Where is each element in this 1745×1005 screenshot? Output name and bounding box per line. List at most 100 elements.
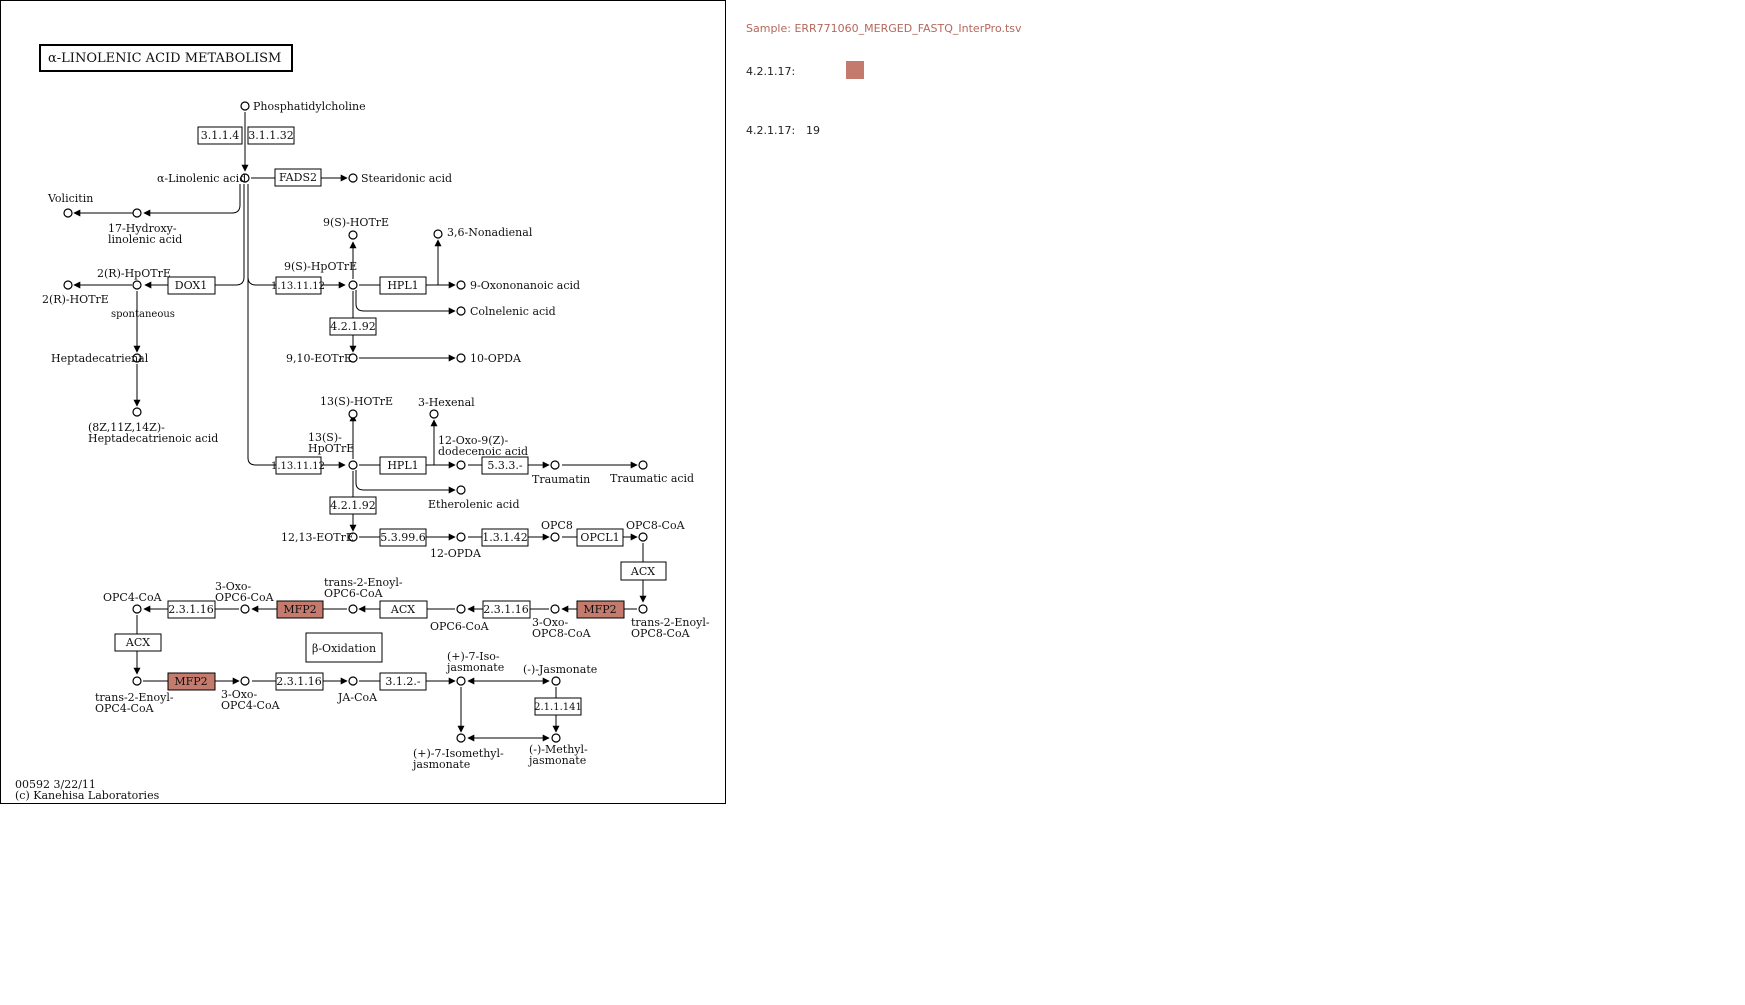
label-2r-hotre: 2(R)-HOTrE <box>42 293 109 306</box>
enzyme-box-acx-2[interactable] <box>379 600 428 619</box>
enzyme-box-31132[interactable] <box>247 126 295 145</box>
node-opc4-coa[interactable] <box>132 604 142 614</box>
enzyme-box-mfp2-2[interactable] <box>276 600 324 619</box>
node-3-oxo-opc8-coa[interactable] <box>550 604 560 614</box>
node-9s-hotre[interactable] <box>348 230 358 240</box>
node-heptadecatrienoic-acid[interactable] <box>132 407 142 417</box>
node-trans-opc4-coa[interactable] <box>132 676 142 686</box>
label-stearidonic-acid: Stearidonic acid <box>361 172 452 185</box>
enzyme-label-lox-13: 1.13.11.12 <box>271 461 325 472</box>
node-12-oxo-dodecenoic[interactable] <box>456 460 466 470</box>
node-nonadienal[interactable] <box>433 229 443 239</box>
node-2r-hpotre[interactable] <box>132 280 142 290</box>
enzyme-label-jmt: 2.1.1.141 <box>534 702 582 713</box>
enzyme-label-aos-9: 4.2.1.92 <box>330 320 375 333</box>
enzyme-label-acx-2: ACX <box>390 603 415 616</box>
label-trans-opc6-1: trans-2-Enoyl- <box>324 576 403 589</box>
label-spontaneous: spontaneous <box>111 309 175 320</box>
label-methyl-jasmonate-2: jasmonate <box>527 754 586 767</box>
node-oxononanoic-acid[interactable] <box>456 280 466 290</box>
node-12-opda[interactable] <box>456 532 466 542</box>
enzyme-label-acx-3: ACX <box>125 636 150 649</box>
beta-oxidation-box[interactable] <box>305 632 383 663</box>
node-17-hydroxy[interactable] <box>132 208 142 218</box>
node-2r-hotre[interactable] <box>63 280 73 290</box>
enzyme-box-23116-3[interactable] <box>275 672 324 691</box>
node-9s-hpotre[interactable] <box>348 280 358 290</box>
label-phosphatidylcholine: Phosphatidylcholine <box>253 100 366 113</box>
node-methyl-jasmonate[interactable] <box>551 733 561 743</box>
enzyme-label-aoc: 5.3.99.6 <box>380 531 425 544</box>
pathway-map: α-LINOLENIC ACID METABOLISM <box>0 0 726 804</box>
enzyme-box-acx-3[interactable] <box>114 633 162 652</box>
node-traumatin[interactable] <box>550 460 560 470</box>
node-phosphatidylcholine[interactable] <box>240 101 250 111</box>
enzyme-label-mfp2-2: MFP2 <box>283 603 316 616</box>
node-colnelenic-acid[interactable] <box>456 306 466 316</box>
enzyme-box-aos-9[interactable] <box>329 317 377 336</box>
enzyme-box-533[interactable] <box>481 456 529 475</box>
enzyme-box-312[interactable] <box>379 672 427 691</box>
enzyme-label-fads2: FADS2 <box>279 171 317 184</box>
node-13s-hotre[interactable] <box>348 409 358 419</box>
node-trans-opc6-coa[interactable] <box>348 604 358 614</box>
label-opc8-coa: OPC8-CoA <box>626 519 686 532</box>
enzyme-label-312: 3.1.2.- <box>385 675 420 688</box>
node-12-13-eotre[interactable] <box>348 532 358 542</box>
enzyme-box-mfp2-1[interactable] <box>576 600 625 619</box>
node-etherolenic-acid[interactable] <box>456 485 466 495</box>
label-17-hydroxy-1: 17-Hydroxy- <box>108 222 177 235</box>
enzyme-box-23116-1[interactable] <box>482 600 531 619</box>
enzyme-label-23116-1: 2.3.1.16 <box>483 603 528 616</box>
enzyme-label-31132: 3.1.1.32 <box>248 129 293 142</box>
node-heptadecatrienal[interactable] <box>132 353 142 363</box>
enzyme-box-opcl1[interactable] <box>576 528 624 547</box>
node-opc8-coa[interactable] <box>638 532 648 542</box>
node-9-10-eotre[interactable] <box>348 353 358 363</box>
node-jasmonate[interactable] <box>551 676 561 686</box>
node-volicitin[interactable] <box>63 208 73 218</box>
enzyme-box-aos-13[interactable] <box>329 496 377 515</box>
enzyme-box-23116-2[interactable] <box>167 600 216 619</box>
node-opc8[interactable] <box>550 532 560 542</box>
enzyme-box-lox-13[interactable] <box>275 456 322 475</box>
enzyme-box-acx-1[interactable] <box>620 561 667 581</box>
node-10-opda[interactable] <box>456 353 466 363</box>
enzyme-box-dox1[interactable] <box>167 276 216 295</box>
label-3-oxo-opc6-2: OPC6-CoA <box>215 591 275 604</box>
label-jasmonate: (-)-Jasmonate <box>523 663 597 676</box>
label-heptadecatrienoic-2: Heptadecatrienoic acid <box>88 432 218 445</box>
label-12-opda: 12-OPDA <box>430 547 482 560</box>
label-iso-methyl-2: jasmonate <box>411 758 470 771</box>
enzyme-box-hpl1-13[interactable] <box>379 456 427 475</box>
node-linolenic-acid[interactable] <box>240 173 250 183</box>
label-heptadecatrienoic-1: (8Z,11Z,14Z)- <box>88 421 165 434</box>
enzyme-box-jmt[interactable] <box>534 697 582 716</box>
node-13s-hpotre[interactable] <box>348 460 358 470</box>
legend-count-value: 19 <box>806 124 820 137</box>
node-3-oxo-opc6-coa[interactable] <box>240 604 250 614</box>
enzyme-box-opr[interactable] <box>481 528 529 547</box>
enzyme-label-lox-9: 1.13.11.12 <box>271 281 325 292</box>
node-hexenal[interactable] <box>429 409 439 419</box>
node-stearidonic-acid[interactable] <box>348 173 358 183</box>
label-linolenic-acid: α-Linolenic acid <box>157 172 246 185</box>
node-iso-jasmonate[interactable] <box>456 676 466 686</box>
enzyme-box-3114[interactable] <box>197 126 243 145</box>
node-opc6-coa[interactable] <box>456 604 466 614</box>
enzyme-box-mfp2-3[interactable] <box>167 672 216 691</box>
label-2r-hpotre: 2(R)-HpOTrE <box>97 267 171 280</box>
label-opc6-coa: OPC6-CoA <box>430 620 490 633</box>
node-iso-methyl-jasmonate[interactable] <box>456 733 466 743</box>
node-traumatic-acid[interactable] <box>638 460 648 470</box>
node-trans-opc8-coa[interactable] <box>638 604 648 614</box>
beta-oxidation-label: β-Oxidation <box>312 642 376 655</box>
enzyme-box-aoc[interactable] <box>379 528 427 547</box>
node-ja-coa[interactable] <box>348 676 358 686</box>
node-3-oxo-opc4-coa[interactable] <box>240 676 250 686</box>
enzyme-box-lox-9[interactable] <box>275 276 322 295</box>
enzyme-box-fads2[interactable] <box>274 168 322 187</box>
enzyme-box-hpl1-9[interactable] <box>379 276 427 295</box>
sample-label: Sample: ERR771060_MERGED_FASTQ_InterPro.… <box>746 22 1022 35</box>
enzyme-label-mfp2-1: MFP2 <box>583 603 616 616</box>
